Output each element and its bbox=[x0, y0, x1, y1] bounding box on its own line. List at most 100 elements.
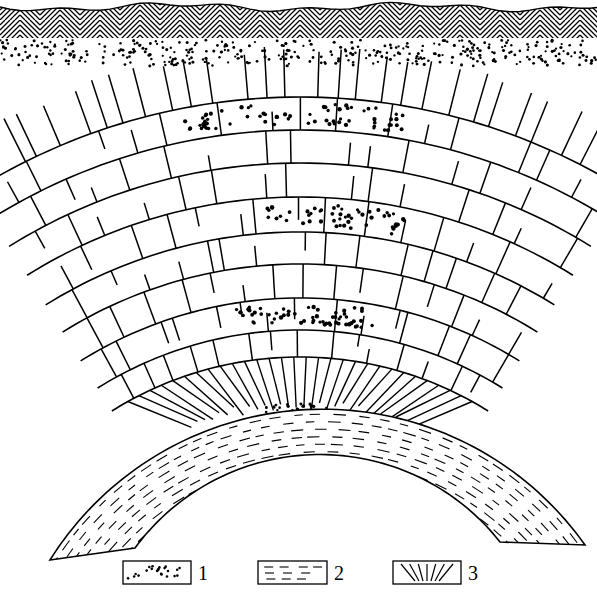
fracture-line bbox=[410, 564, 419, 581]
shale-dash bbox=[266, 471, 277, 473]
shale-dash bbox=[470, 503, 477, 507]
sand-dot bbox=[368, 54, 371, 57]
sand-dot bbox=[65, 59, 68, 62]
shale-dash bbox=[316, 504, 327, 505]
sand-dot bbox=[354, 325, 358, 329]
shale-dash bbox=[229, 449, 238, 452]
shale-dash bbox=[241, 484, 250, 487]
sand-dot bbox=[297, 56, 300, 59]
shale-dash bbox=[271, 462, 284, 464]
fracture-line bbox=[338, 50, 341, 99]
sand-dot bbox=[302, 319, 306, 323]
shale-dash bbox=[207, 432, 217, 436]
sand-dot bbox=[364, 223, 368, 227]
sand-dot bbox=[50, 63, 52, 65]
sand-dot bbox=[472, 57, 475, 60]
shale-dash bbox=[97, 600, 102, 605]
sand-dot bbox=[504, 45, 506, 47]
shale-dash bbox=[524, 572, 530, 580]
shale-dash bbox=[497, 564, 503, 571]
shale-dash bbox=[77, 603, 83, 605]
shale-dash bbox=[262, 456, 274, 458]
shale-dash bbox=[62, 540, 69, 550]
shale-dash bbox=[276, 515, 285, 517]
shale-dash bbox=[372, 471, 383, 473]
fracture-line bbox=[87, 318, 103, 348]
shale-dash bbox=[427, 601, 433, 605]
fracture-line bbox=[99, 131, 105, 149]
sand-dot bbox=[48, 53, 50, 55]
sand-dot bbox=[308, 39, 311, 42]
fracture-line bbox=[474, 74, 488, 122]
shale-dash bbox=[259, 557, 271, 561]
sand-dot bbox=[265, 406, 267, 408]
sand-dot bbox=[478, 49, 480, 51]
shale-dash bbox=[539, 500, 548, 508]
sand-dot bbox=[28, 54, 31, 57]
fracture-line bbox=[356, 236, 360, 268]
fracture-line bbox=[459, 190, 469, 222]
fracture-line bbox=[121, 374, 134, 398]
shale-dash bbox=[292, 437, 302, 439]
shale-dash bbox=[185, 466, 195, 471]
sand-dot bbox=[102, 56, 105, 59]
shale-dash bbox=[197, 546, 204, 551]
shale-dash bbox=[84, 539, 90, 546]
sand-dot bbox=[162, 46, 165, 49]
sand-dot bbox=[152, 63, 155, 66]
fracture-line bbox=[311, 357, 318, 408]
sand-dot bbox=[267, 313, 271, 317]
sand-dot bbox=[186, 41, 189, 44]
fracture-line bbox=[451, 366, 462, 390]
shale-dash bbox=[509, 475, 519, 483]
sand-dot bbox=[160, 573, 163, 576]
shale-dash bbox=[226, 465, 236, 468]
fracture-line bbox=[255, 246, 257, 266]
shale-dash bbox=[498, 544, 505, 551]
shale-dash bbox=[348, 551, 358, 553]
sand-dot bbox=[408, 52, 411, 55]
sand-dot bbox=[220, 51, 223, 54]
shale-dash bbox=[372, 426, 382, 428]
shale-dash bbox=[393, 555, 401, 558]
sand-dot bbox=[395, 46, 398, 49]
shale-dash bbox=[400, 424, 408, 426]
fracture-line bbox=[572, 179, 581, 197]
sand-dot bbox=[290, 55, 293, 58]
sand-dot bbox=[132, 39, 135, 42]
sand-dot bbox=[332, 206, 336, 210]
fracture-line bbox=[396, 310, 401, 328]
shale-dash bbox=[416, 516, 424, 520]
sand-dot bbox=[544, 50, 546, 52]
shale-dash bbox=[295, 527, 307, 528]
sand-dot bbox=[279, 215, 283, 219]
sand-dot bbox=[188, 126, 192, 130]
shale-dash bbox=[272, 440, 282, 442]
sand-dot bbox=[119, 42, 121, 44]
shale-dash bbox=[385, 560, 394, 563]
sand-dot bbox=[311, 316, 314, 319]
shale-dash bbox=[488, 587, 496, 597]
shale-dash bbox=[415, 459, 427, 463]
shale-dash bbox=[322, 481, 334, 482]
shale-dash bbox=[428, 539, 435, 543]
shale-dash bbox=[297, 535, 309, 536]
sand-dot bbox=[312, 49, 314, 51]
sand-dot bbox=[17, 53, 20, 56]
sand-dot bbox=[352, 61, 355, 64]
sand-dot bbox=[285, 219, 289, 223]
shale-dash bbox=[184, 528, 192, 533]
sand-dot bbox=[334, 224, 338, 228]
shale-dash bbox=[391, 523, 402, 527]
shale-dash bbox=[466, 491, 476, 497]
fracture-line bbox=[30, 196, 45, 225]
shale-dash bbox=[332, 436, 342, 438]
sand-dot bbox=[71, 39, 73, 41]
shale-dash bbox=[230, 496, 240, 500]
shale-dash bbox=[421, 438, 429, 441]
shale-dash bbox=[50, 591, 56, 602]
fracture-line bbox=[210, 273, 214, 293]
sand-dot bbox=[332, 219, 336, 223]
shale-dash bbox=[96, 585, 103, 595]
